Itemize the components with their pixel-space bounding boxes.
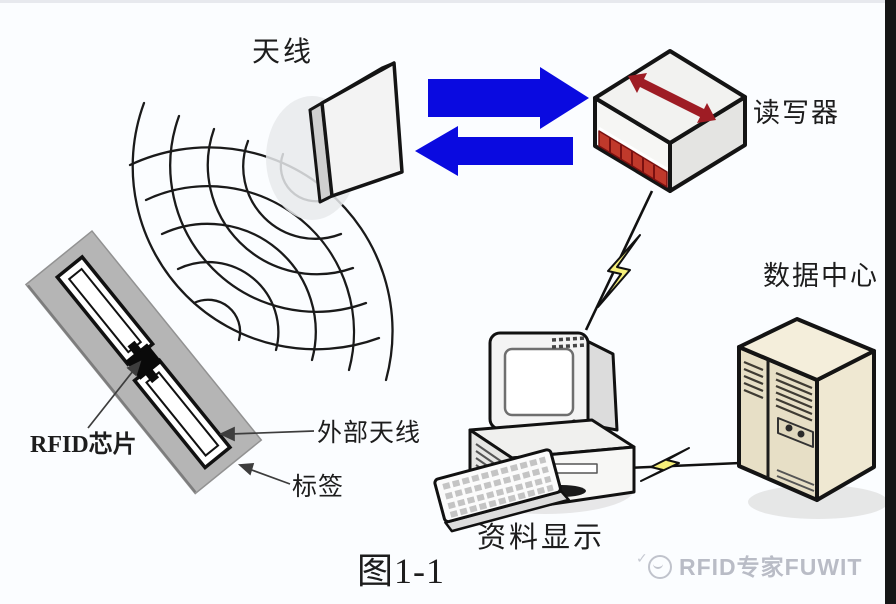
keyboard-icon	[433, 448, 570, 533]
data-display-label: 资料显示	[477, 522, 606, 554]
server-icon	[737, 317, 888, 519]
reader-label: 读写器	[753, 98, 840, 128]
antenna-label: 天线	[252, 37, 315, 68]
external-antenna-pointer-line	[218, 426, 315, 442]
data-center-label: 数据中心	[763, 261, 879, 291]
tag-antenna-loops-icon	[54, 254, 233, 471]
rfid-tag-icon	[24, 229, 263, 495]
radio-waves-icon	[128, 101, 394, 382]
computer-icon	[433, 331, 636, 533]
reader-device-icon	[593, 49, 747, 193]
external-antenna-label: 外部天线	[317, 420, 422, 447]
lightning-link-reader-icon	[584, 190, 654, 331]
frame-edge	[885, 0, 896, 604]
watermark-logo-icon: ✓	[636, 550, 672, 579]
antenna-panel-icon	[266, 61, 404, 220]
reader-rw-arrow-icon	[628, 73, 716, 123]
chip-pointer-line	[87, 360, 142, 429]
rfid-chip-label: RFID芯片	[30, 432, 137, 458]
watermark: ✓ RFID专家FUWIT	[636, 548, 863, 582]
watermark-text: RFID专家FUWIT	[679, 554, 863, 580]
downlink-arrow-icon	[415, 126, 573, 176]
figure-caption: 图1-1	[357, 551, 445, 591]
tag-label: 标签	[292, 474, 345, 501]
tag-pointer-line	[237, 463, 291, 485]
uplink-arrow-icon	[428, 67, 589, 129]
